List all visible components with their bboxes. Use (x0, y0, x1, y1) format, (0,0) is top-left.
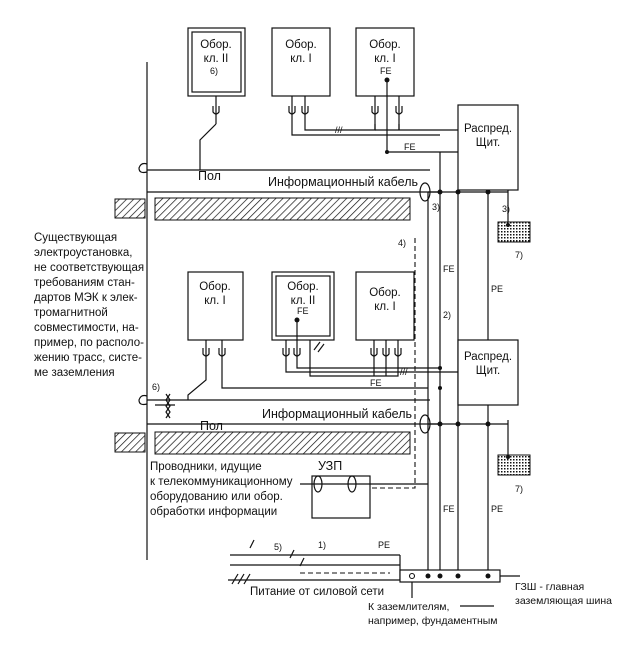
svg-text:///: /// (400, 367, 408, 377)
pe-label: PE (378, 540, 390, 550)
edge-arrows: 6) (138, 162, 175, 419)
description-line: совместимости, на- (34, 322, 139, 334)
floor-label: Пол (198, 169, 221, 183)
equipment-class: кл. II (204, 53, 229, 65)
note-line: Проводники, идущие (150, 461, 262, 473)
equipment-class: кл. II (291, 295, 316, 307)
equipment-label: Обор. (369, 39, 401, 51)
note-4: 4) (398, 238, 406, 248)
equipment-label: Обор. (369, 287, 401, 299)
equipment-mid-right: Обор. кл. I (355, 271, 415, 341)
fe-label: FE (443, 504, 455, 514)
equipment-class: кл. I (374, 53, 395, 65)
note-6: 6) (152, 382, 160, 392)
power-supply-lines: 5) 1) PE Питание от силовой сети (228, 539, 401, 598)
panel-label: Щит. (476, 365, 500, 377)
pe-label: PE (491, 284, 503, 294)
conductors-note: Проводники, идущие к телекоммуникационно… (150, 461, 293, 518)
equipment-mid-left: Обор. кл. I (187, 271, 244, 341)
uzp-label: УЗП (318, 459, 342, 473)
gzsh-label: заземляющая шина (515, 595, 612, 607)
surge-protector: УЗП (300, 459, 428, 519)
equipment-top-left: Обор. кл. II 6) (187, 27, 246, 97)
description-line: тромагнитной (34, 307, 108, 319)
note-3: 3) (502, 204, 510, 214)
note-1: 1) (318, 540, 326, 550)
gzsh-label: ГЗШ - главная (515, 581, 584, 593)
mid-wiring: /// FE (187, 366, 458, 400)
equipment-mid-center: Обор. кл. II FE (271, 271, 335, 341)
note-7: 7) (515, 250, 523, 260)
mid-plugs (202, 320, 402, 366)
floor-slabs (114, 197, 411, 455)
fe-label: FE (380, 66, 392, 76)
top-wiring: /// FE (199, 123, 440, 170)
description-line: дартов МЭК к элек- (34, 292, 138, 304)
earth-electrode-upper: 3) 7) (497, 204, 531, 260)
power-supply-label: Питание от силовой сети (250, 586, 384, 598)
cable-labels: Информационный кабель Пол Информационный… (198, 169, 418, 433)
pe-label: PE (491, 504, 503, 514)
note-3: 3) (432, 202, 440, 212)
fe-label: FE (370, 378, 382, 388)
equipment-label: Обор. (199, 281, 231, 293)
description-line: ме заземления (34, 367, 115, 379)
main-earthing-bar: ГЗШ - главная заземляющая шина К заземли… (368, 569, 612, 627)
equipment-class: кл. I (290, 53, 311, 65)
description-line: пример, по располо- (34, 337, 144, 349)
equipment-label: Обор. (285, 39, 317, 51)
panel-label: Щит. (476, 137, 500, 149)
building-outline (146, 62, 430, 560)
equipment-top-right: Обор. кл. I FE (355, 27, 415, 97)
description-line: Существующая (34, 232, 117, 244)
description-line: жению трасс, систе- (34, 352, 142, 364)
description-line: требованиям стан- (34, 277, 135, 289)
fe-label: FE (443, 264, 455, 274)
panel-upper: Распред. Щит. (440, 104, 519, 191)
svg-text:///: /// (335, 125, 343, 135)
note-line: обработки информации (150, 506, 277, 518)
earth-electrode-lower: 7) (497, 454, 531, 494)
equipment-label: Обор. (287, 281, 319, 293)
info-cable-label: Информационный кабель (268, 175, 418, 189)
earth-note: например, фундаментным (368, 615, 498, 627)
panel-label: Распред. (464, 351, 512, 363)
panel-lower: Распред. Щит. (457, 339, 519, 406)
equipment-label: Обор. (200, 39, 232, 51)
note-5: 5) (274, 542, 282, 552)
fe-label: FE (404, 142, 416, 152)
equipment-top-mid: Обор. кл. I (271, 27, 331, 97)
note-7: 7) (515, 484, 523, 494)
description-line: электроустановка, (34, 247, 132, 259)
fe-label: FE (297, 306, 309, 316)
floor-label: Пол (200, 419, 223, 433)
equipment-class: кл. I (204, 295, 225, 307)
equipment-class: кл. I (374, 301, 395, 313)
note-6: 6) (210, 66, 218, 76)
description-line: не соответствующая (34, 262, 144, 274)
note-line: к телекоммуникационному (150, 476, 293, 488)
earth-note: К заземлителям, (368, 601, 449, 613)
note-line: оборудованию или обор. (150, 491, 283, 503)
info-cable-label: Информационный кабель (262, 407, 412, 421)
note-2: 2) (443, 310, 451, 320)
description-block: Существующая электроустановка, не соотве… (34, 232, 144, 379)
panel-label: Распред. (464, 123, 512, 135)
